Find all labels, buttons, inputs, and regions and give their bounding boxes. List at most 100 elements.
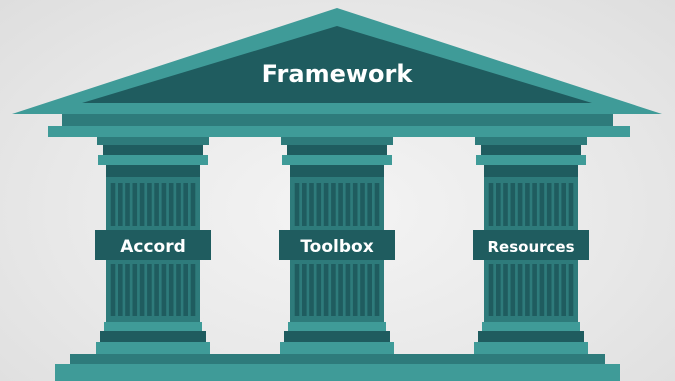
flute-line <box>176 264 181 316</box>
capital-top <box>475 137 587 145</box>
flute-line <box>496 264 501 316</box>
flute-line <box>132 264 138 316</box>
base-mid <box>100 331 206 342</box>
flutes <box>488 183 574 316</box>
flute-line <box>367 264 372 316</box>
flute-line <box>338 183 343 226</box>
base-bottom <box>96 342 210 354</box>
base-bottom <box>474 342 588 354</box>
flute-line <box>183 264 188 316</box>
flute-line <box>345 183 351 226</box>
flute-line <box>539 183 545 226</box>
flute-line <box>546 183 552 226</box>
capital-neck <box>106 165 200 177</box>
flute-line <box>168 183 174 226</box>
flute-line <box>539 264 545 316</box>
flute-line <box>161 183 167 226</box>
flute-line <box>374 264 380 316</box>
base-mid <box>284 331 390 342</box>
pillar-label-accord: Accord <box>120 237 186 257</box>
flute-line <box>125 264 130 316</box>
flute-line <box>139 264 145 316</box>
capital-mid <box>481 145 581 155</box>
flute-line <box>510 264 516 316</box>
flute-line <box>190 183 196 226</box>
base-top <box>104 322 202 331</box>
flute-line <box>554 183 559 226</box>
flute-line <box>176 183 181 226</box>
capital-bottom <box>476 155 586 165</box>
flute-line <box>118 264 123 316</box>
roof-label: Framework <box>262 60 414 88</box>
flute-line <box>294 264 300 316</box>
label-band <box>279 230 395 260</box>
flute-line <box>488 183 494 226</box>
pillar-accord: Accord <box>95 137 211 354</box>
flute-line <box>323 183 329 226</box>
flute-line <box>309 264 314 316</box>
base-bottom <box>280 342 394 354</box>
flute-line <box>352 264 358 316</box>
flutes <box>110 183 196 316</box>
flute-line <box>360 183 365 226</box>
flute-line <box>496 183 501 226</box>
capital-mid <box>103 145 203 155</box>
flute-line <box>525 183 530 226</box>
flute-line <box>118 183 123 226</box>
flute-line <box>302 183 307 226</box>
flute-line <box>110 264 116 316</box>
flute-line <box>309 183 314 226</box>
flute-line <box>517 264 523 316</box>
flute-line <box>183 183 188 226</box>
flute-line <box>338 264 343 316</box>
flute-line <box>147 264 152 316</box>
entablature-bottom <box>48 126 630 137</box>
flute-line <box>323 264 329 316</box>
flute-line <box>316 264 322 316</box>
capital-top <box>97 137 209 145</box>
flute-line <box>147 183 152 226</box>
flute-line <box>360 264 365 316</box>
flute-line <box>532 183 537 226</box>
flute-line <box>161 264 167 316</box>
base-mid <box>478 331 584 342</box>
capital-neck <box>290 165 384 177</box>
flute-line <box>488 264 494 316</box>
flute-line <box>316 183 322 226</box>
capital-bottom <box>282 155 392 165</box>
flute-line <box>546 264 552 316</box>
flutes <box>294 183 380 316</box>
flute-line <box>154 183 159 226</box>
flute-line <box>168 264 174 316</box>
flute-line <box>568 183 574 226</box>
roof: Framework <box>12 8 662 114</box>
flute-line <box>139 183 145 226</box>
flute-line <box>510 183 516 226</box>
flute-line <box>561 264 566 316</box>
flute-line <box>331 183 336 226</box>
roof-inner <box>82 26 592 103</box>
flute-line <box>374 183 380 226</box>
flute-line <box>367 183 372 226</box>
flute-line <box>331 264 336 316</box>
label-band <box>473 230 589 260</box>
entablature-top <box>62 114 613 126</box>
flute-line <box>503 264 508 316</box>
flute-line <box>132 183 138 226</box>
flute-line <box>568 264 574 316</box>
flute-line <box>125 183 130 226</box>
flute-line <box>561 183 566 226</box>
flute-line <box>532 264 537 316</box>
label-band <box>95 230 211 260</box>
flute-line <box>302 264 307 316</box>
capital-bottom <box>98 155 208 165</box>
pillar-label-resources: Resources <box>487 238 574 256</box>
capital-mid <box>287 145 387 155</box>
flute-line <box>503 183 508 226</box>
flute-line <box>154 264 159 316</box>
base-top <box>288 322 386 331</box>
pillar-resources: Resources <box>473 137 589 354</box>
base-top <box>482 322 580 331</box>
floor-bottom <box>55 364 620 381</box>
flute-line <box>352 183 358 226</box>
